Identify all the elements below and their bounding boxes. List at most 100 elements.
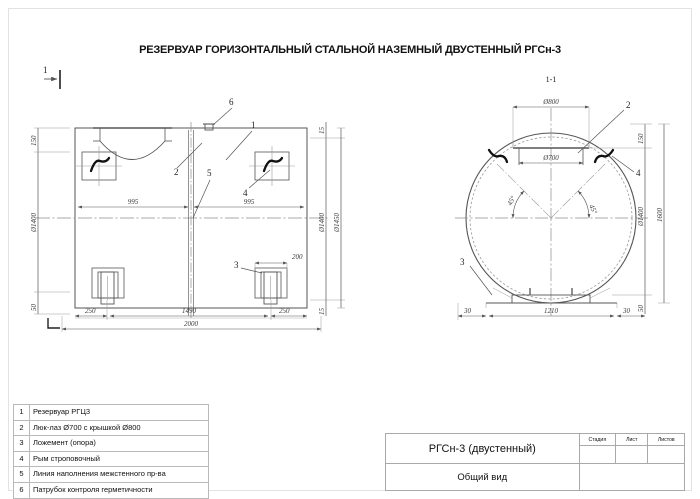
- legend-row: 1 Резервуар РГЦ3: [13, 404, 209, 421]
- dim-2000-label: 2000: [184, 320, 199, 328]
- callout-4-label: 4: [243, 188, 248, 198]
- legend-num: 5: [13, 466, 30, 483]
- lifting-lug-left: [76, 146, 122, 186]
- legend-num: 6: [13, 481, 30, 499]
- legend-text: Ложемент (опора): [29, 435, 209, 452]
- dim-overall-2000: 2000: [61, 316, 322, 332]
- dim-left-d1400: Ø1400: [30, 152, 70, 293]
- legend-text: Резервуар РГЦ3: [29, 404, 209, 421]
- dim-right-d1450: Ø1450: [333, 127, 345, 309]
- dim-right-15-top: 15: [318, 122, 327, 138]
- dim-left-50-label: 50: [30, 304, 38, 312]
- legend-row: 6 Патрубок контроля герметичности: [13, 481, 209, 499]
- section-marker-1: 1: [43, 65, 61, 89]
- legend-num: 1: [13, 404, 30, 421]
- dim-bottom-chain: 250 1490 250: [74, 300, 308, 320]
- dim-995-right: 995: [193, 198, 305, 209]
- callout-1: 1: [225, 120, 256, 161]
- callout-6-label: 6: [229, 97, 234, 107]
- dim-30-left-label: 30: [463, 307, 472, 315]
- saddle-support-right: [254, 267, 288, 305]
- dim-left-150-label: 150: [30, 135, 38, 146]
- dim-d700: Ø700: [518, 154, 584, 165]
- lifting-lug-right: [249, 146, 295, 186]
- title-block-drawing-type: Общий вид: [385, 463, 580, 491]
- callout-4: 4: [243, 169, 271, 198]
- section-callout-3-label: 3: [460, 257, 465, 267]
- legend-row: 2 Люк-лаз Ø700 с крышкой Ø800: [13, 419, 209, 437]
- section-view-label: 1-1: [546, 75, 557, 84]
- angle-left-45: 45°: [506, 190, 525, 219]
- dim-1210-label: 1210: [544, 307, 559, 315]
- legend-num: 4: [13, 450, 30, 468]
- page-title: РЕЗЕРВУАР ГОРИЗОНТАЛЬНЫЙ СТАЛЬНОЙ НАЗЕМН…: [139, 44, 561, 56]
- dim-section-d1400-label: Ø1400: [637, 206, 645, 227]
- callout-2-label: 2: [174, 167, 179, 177]
- title-block-header-row: РГСн-3 (двустенный) Стадия Лист Листов: [385, 433, 685, 464]
- legend-row: 3 Ложемент (опора): [13, 435, 209, 452]
- section-marker-label: 1: [43, 65, 48, 75]
- dim-d800: Ø800: [512, 98, 590, 148]
- legend-text: Люк-лаз Ø700 с крышкой Ø800: [29, 419, 209, 437]
- dim-995-left: 995: [77, 198, 189, 209]
- section-lug-left: [487, 148, 509, 164]
- dim-1490-label: 1490: [182, 307, 197, 315]
- dim-30-right-label: 30: [622, 307, 631, 315]
- legend-table: 1 Резервуар РГЦ3 2 Люк-лаз Ø700 с крышко…: [13, 404, 209, 499]
- section-view-1-1: 1-1 Ø800: [455, 75, 670, 320]
- dim-250-right-label: 250: [279, 307, 290, 315]
- dim-section-150: 150: [589, 123, 652, 149]
- callout-6: 6: [212, 97, 234, 126]
- angle-left-45-label: 45°: [506, 194, 518, 207]
- legend-num: 3: [13, 435, 30, 452]
- title-block-val-sheet: [615, 445, 649, 464]
- title-block-body: РГСн-3 (двустенный) Стадия Лист Листов О…: [385, 433, 686, 491]
- legend-row: 5 Линия наполнения межстенного пр-ва: [13, 466, 209, 483]
- callout-3-label: 3: [234, 260, 239, 270]
- title-block-col-sheets: Листов: [647, 433, 685, 446]
- dim-right-d1400-label: Ø1400: [318, 212, 326, 233]
- dim-d800-label: Ø800: [542, 98, 559, 106]
- dim-995-left-label: 995: [128, 198, 139, 206]
- section-callout-2-label: 2: [626, 100, 631, 110]
- dim-250-left-label: 250: [85, 307, 96, 315]
- dim-left-d1400-label: Ø1400: [30, 212, 38, 233]
- callout-1-label: 1: [251, 120, 256, 130]
- dim-section-150-label: 150: [637, 133, 645, 144]
- title-block-value-row: [386, 445, 685, 464]
- legend-body: 1 Резервуар РГЦ3 2 Люк-лаз Ø700 с крышко…: [13, 404, 209, 499]
- dim-section-1600-label: 1600: [656, 208, 664, 223]
- dim-995-right-label: 995: [244, 198, 255, 206]
- front-view: 1: [30, 65, 345, 332]
- angle-right-45: 45°: [577, 190, 599, 219]
- dim-200: 200: [254, 253, 303, 270]
- dim-right-d1450-label: Ø1450: [333, 212, 341, 233]
- section-saddle: [485, 288, 618, 308]
- title-block-type-row: Общий вид: [385, 463, 686, 491]
- dim-200-label: 200: [292, 253, 303, 261]
- dim-right-15-bottom-label: 15: [318, 308, 326, 316]
- dim-right-15-top-label: 15: [318, 127, 326, 135]
- dim-section-1600: 1600: [656, 123, 670, 304]
- section-callout-4: 4: [611, 155, 641, 178]
- legend-text: Патрубок контроля герметичности: [29, 481, 209, 499]
- callout-5-label: 5: [207, 168, 212, 178]
- dim-left-50: 50: [30, 292, 70, 315]
- dim-right-15-bottom: 15: [318, 300, 327, 316]
- callout-3: 3: [234, 260, 263, 274]
- callout-2: 2: [174, 142, 203, 177]
- leak-check-nozzle: [203, 123, 215, 131]
- dim-section-50: 50: [637, 295, 646, 314]
- legend-text: Линия наполнения межстенного пр-ва: [29, 466, 209, 483]
- legend-num: 2: [13, 419, 30, 437]
- section-callout-2: 2: [577, 100, 631, 154]
- dim-left-150: 150: [30, 127, 70, 153]
- section-callout-3: 3: [460, 257, 493, 296]
- manhole-assembly: [93, 127, 172, 160]
- title-block-val-sheets: [647, 445, 685, 464]
- legend-text: Рым строповочный: [29, 450, 209, 468]
- title-block-spare-cell: [578, 463, 686, 491]
- legend-row: 4 Рым строповочный: [13, 450, 209, 468]
- callout-5: 5: [192, 168, 212, 219]
